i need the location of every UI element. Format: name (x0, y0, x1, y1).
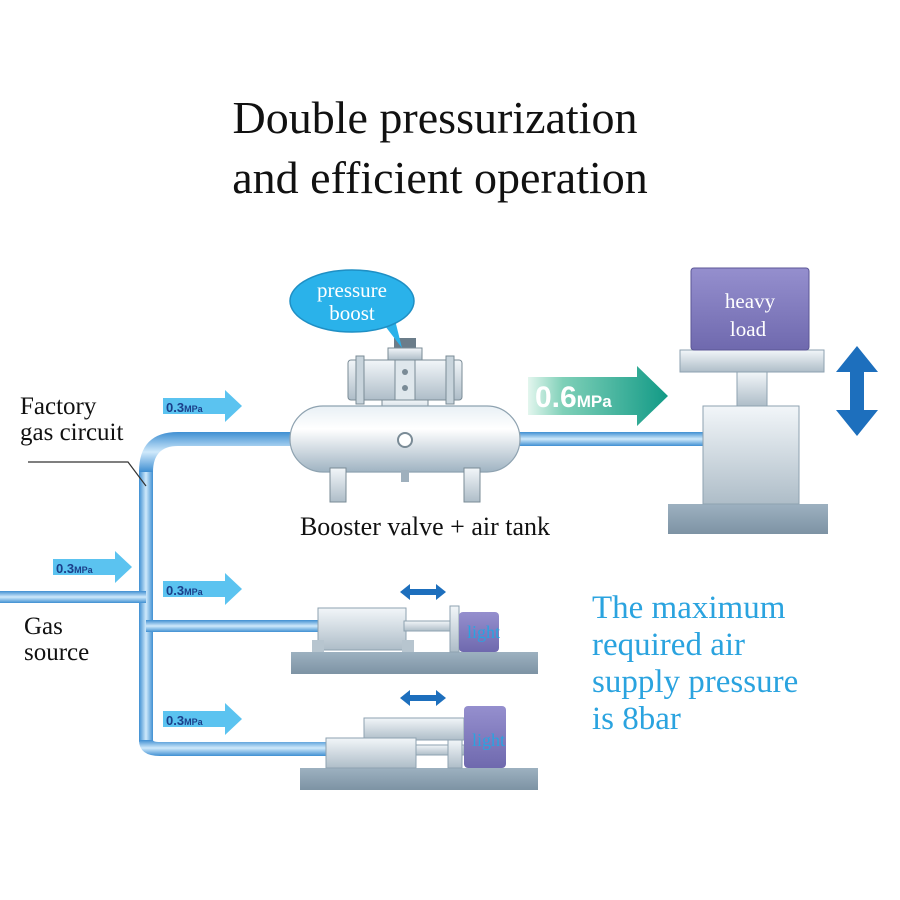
svg-text:0.3MPa: 0.3MPa (166, 583, 204, 598)
pressure-boost-bubble: pressure boost (289, 269, 415, 348)
output-pressure-value: 0.6 (535, 381, 577, 414)
up-down-arrow-icon (836, 346, 878, 436)
title-line-1: Double pressurization (233, 92, 638, 143)
light-load-label-2: light (472, 730, 505, 750)
left-right-arrow-icon-2 (400, 690, 446, 706)
heavy-load-machine: heavy load (668, 267, 828, 534)
factory-label-line-2: gas circuit (20, 419, 123, 446)
left-right-arrow-icon-1 (400, 584, 446, 600)
pressure-boost-line-2: boost (329, 301, 375, 325)
title-line-2: and efficient operation (232, 152, 648, 203)
svg-text:0.3MPa: 0.3MPa (56, 561, 94, 576)
pressure-tag-source: 0.3MPa (53, 551, 132, 583)
svg-text:0.6MPa: 0.6MPa (535, 381, 612, 414)
pipe-gas-source (0, 591, 146, 603)
factory-label-line-1: Factory (20, 393, 97, 420)
pipe-to-heavy-load (515, 432, 705, 446)
svg-text:0.3MPa: 0.3MPa (166, 713, 204, 728)
heavy-load-line-1: heavy (725, 289, 776, 313)
note-line-4: is 8bar (592, 701, 681, 737)
pipe-branch-1 (146, 620, 318, 632)
pressure-boost-line-1: pressure (317, 278, 387, 302)
note-line-2: required air (592, 627, 745, 663)
pressure-tag-branch-2: 0.3MPa (163, 703, 242, 735)
output-pressure-unit: MPa (577, 392, 613, 411)
note-line-1: The maximum (592, 590, 786, 626)
svg-text:0.3MPa: 0.3MPa (166, 400, 204, 415)
output-pressure-arrow: 0.6MPa (528, 366, 668, 426)
pipe-top-elbow (139, 432, 290, 472)
pipe-bottom-elbow (139, 740, 330, 756)
booster-label: Booster valve + air tank (300, 512, 550, 541)
light-load-label-1: light (467, 622, 500, 642)
pressure-tag-top: 0.3MPa (163, 390, 242, 422)
air-tank (289, 405, 521, 503)
light-load-machine-2: light (300, 706, 538, 790)
gas-source-label-line-1: Gas (24, 613, 63, 640)
gas-source-label-line-2: source (24, 639, 89, 666)
pipe-vertical-main (139, 470, 153, 742)
booster-valve-assembly (347, 338, 463, 419)
note-line-3: supply pressure (592, 664, 798, 700)
heavy-load-line-2: load (730, 317, 767, 341)
light-load-machine-1: light (291, 605, 538, 674)
pipe-network (0, 432, 705, 756)
factory-leader-line (28, 461, 147, 487)
pressure-tag-branch-1: 0.3MPa (163, 573, 242, 605)
